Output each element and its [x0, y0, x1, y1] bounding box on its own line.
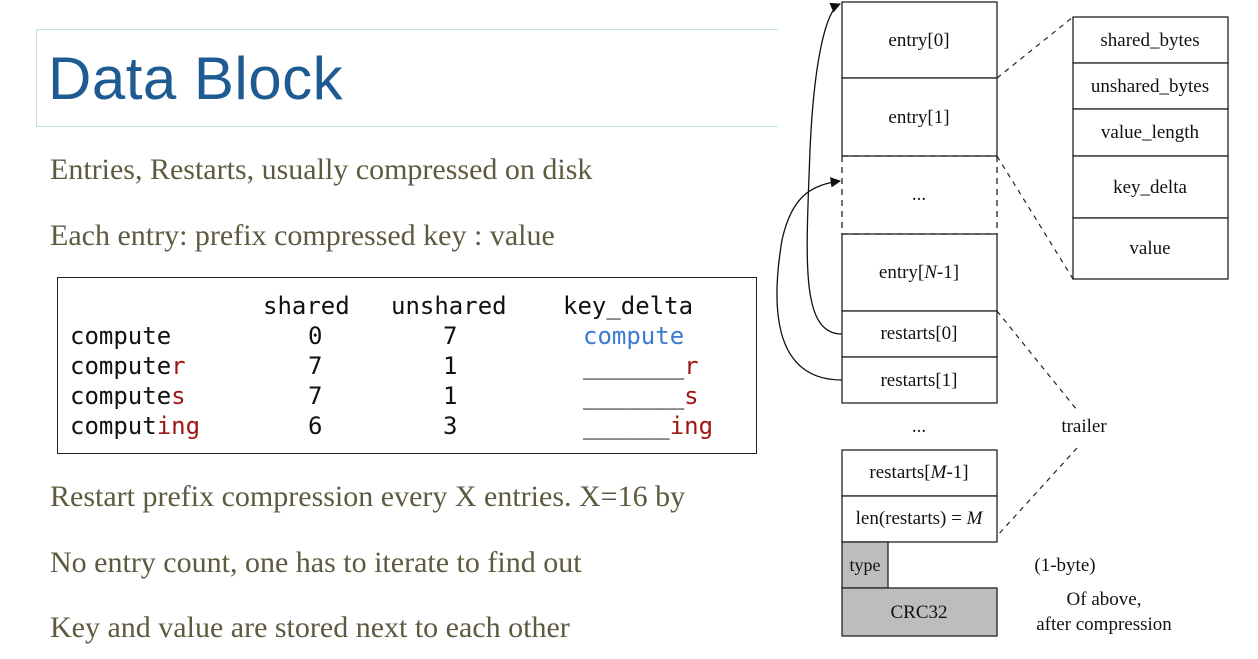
table-row: compute [70, 321, 171, 351]
crc-block [841, 587, 998, 637]
type-block [841, 541, 889, 589]
restart-pointer-arrow [806, 2, 843, 335]
restarts-1-label: restarts[1] [880, 370, 957, 391]
field-unshared-bytes: unshared_bytes [1091, 76, 1209, 97]
field-block [1072, 62, 1229, 110]
example-table: shared unshared key_delta compute 0 7 co… [57, 277, 757, 454]
field-block [1072, 217, 1229, 280]
table-row: computes [70, 381, 186, 411]
restarts-length-label: len(restarts) = M [856, 508, 984, 529]
shared-value: 0 [308, 322, 323, 350]
after-compression-label: after compression [1036, 614, 1172, 635]
key-suffix: r [171, 352, 186, 380]
restart-block [841, 356, 998, 404]
shared-value: 7 [308, 352, 323, 380]
unshared-value: 1 [443, 382, 458, 410]
header-unshared: unshared [391, 292, 507, 320]
connector-line [996, 16, 1074, 79]
key-prefix: comput [70, 412, 157, 440]
bullet-1: Entries, Restarts, usually compressed on… [50, 153, 593, 186]
entry-n-label: entry[N-1] [879, 262, 959, 283]
entry-block [841, 77, 998, 157]
restarts-0-label: restarts[0] [880, 323, 957, 344]
slide-title: Data Block [48, 45, 344, 112]
connector-line [996, 310, 1078, 411]
key-prefix: compute [70, 382, 172, 410]
header-key-delta: key_delta [563, 292, 694, 320]
key-prefix: compute [70, 322, 172, 350]
bullet-2: Each entry: prefix compressed key : valu… [50, 219, 555, 252]
field-block [1072, 16, 1229, 64]
connector-line [996, 447, 1078, 537]
crc-label: CRC32 [890, 602, 947, 623]
entry-ellipsis: ... [912, 184, 926, 205]
length-block [841, 495, 998, 543]
bullet-4: No entry count, one has to iterate to fi… [50, 546, 582, 579]
field-block [1072, 155, 1229, 219]
key-prefix: compute [70, 352, 172, 380]
connector-line [996, 155, 1074, 280]
one-byte-label: (1-byte) [1034, 555, 1095, 576]
key-delta-value: _______s [583, 382, 699, 410]
entry-1-label: entry[1] [888, 107, 949, 128]
shared-value: 6 [308, 412, 323, 440]
entry-0-label: entry[0] [888, 30, 949, 51]
restart-pointer-arrow [776, 177, 843, 381]
field-key-delta: key_delta [1113, 177, 1187, 198]
field-value: value [1129, 238, 1170, 259]
key-suffix: s [171, 382, 186, 410]
trailer-label: trailer [1061, 416, 1107, 437]
bullet-5: Key and value are stored next to each ot… [50, 611, 570, 644]
key-delta-value: _______r [583, 352, 699, 380]
restarts-m-label: restarts[M-1] [869, 462, 968, 483]
of-above-label: Of above, [1067, 589, 1142, 610]
title-frame [36, 29, 778, 127]
header-shared: shared [263, 292, 350, 320]
key-suffix: ing [156, 412, 201, 440]
table-row: computer [70, 351, 186, 381]
table-row: computing [70, 411, 200, 441]
key-delta-value: ______ing [583, 412, 714, 440]
bullet-3: Restart prefix compression every X entri… [50, 480, 686, 513]
field-shared-bytes: shared_bytes [1100, 30, 1199, 51]
unshared-value: 1 [443, 352, 458, 380]
restarts-ellipsis: ... [912, 416, 926, 437]
restart-block [841, 449, 998, 497]
type-label: type [850, 555, 881, 575]
unshared-value: 7 [443, 322, 458, 350]
shared-value: 7 [308, 382, 323, 410]
key-delta-value: compute [583, 322, 685, 350]
unshared-value: 3 [443, 412, 458, 440]
field-value-length: value_length [1101, 122, 1200, 143]
